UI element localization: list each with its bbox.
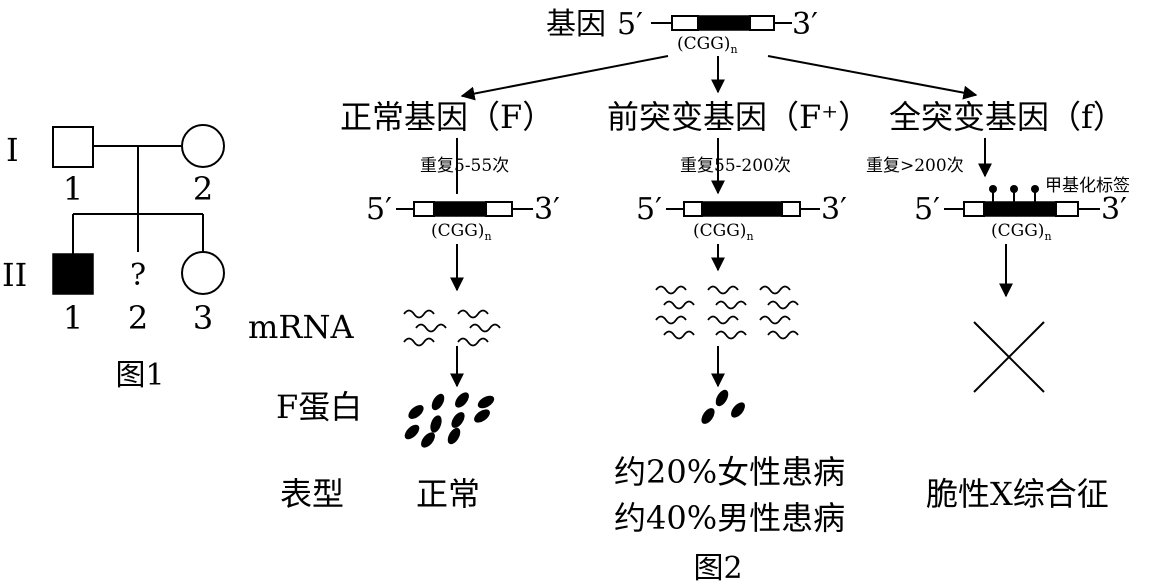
- mrna-strand: [457, 309, 489, 319]
- row-label-phenotype: 表型: [280, 475, 344, 513]
- male-affected-II1: [52, 253, 94, 295]
- mrna-premutation-group: [655, 285, 799, 340]
- normal-gene-flank-right: [485, 201, 513, 217]
- full-mutation-gene-repeat-label: (CGG)n: [991, 221, 1052, 243]
- f-protein-molecule: [701, 408, 715, 424]
- premutation-gene-title: 前突变基因（F⁺）: [607, 98, 870, 136]
- normal-gene-flank-left: [413, 201, 435, 217]
- f-protein-molecule: [715, 389, 729, 407]
- mrna-strand: [707, 315, 739, 325]
- top-gene-5prime: 5′: [617, 7, 643, 42]
- protein-premutation-group: [701, 389, 745, 424]
- methylation-label: 甲基化标签: [1045, 176, 1130, 196]
- mrna-strand: [759, 315, 791, 325]
- mrna-strand: [403, 337, 435, 347]
- row-label-protein: F蛋白: [276, 388, 362, 426]
- gen2-number-3: 3: [193, 299, 213, 337]
- f-protein-molecule: [455, 392, 469, 408]
- methyl-head-3: [1031, 185, 1039, 193]
- f-protein-molecule: [431, 393, 445, 411]
- f-protein-molecule: [404, 424, 420, 440]
- mrna-strand: [469, 323, 501, 333]
- mrna-strand: [715, 300, 747, 310]
- mrna-strand: [767, 330, 799, 340]
- f-protein-molecule: [477, 395, 495, 409]
- f-protein-molecule: [451, 412, 465, 428]
- mrna-strand: [715, 330, 747, 340]
- top-gene-flank-right: [749, 15, 775, 31]
- mrna-normal-group: [403, 309, 501, 347]
- normal-gene-repeat-label: (CGG)n: [431, 221, 492, 243]
- row-label-mrna: mRNA: [248, 308, 354, 346]
- gen1-number-1: 1: [63, 170, 83, 208]
- top-gene-3prime: 3′: [792, 7, 818, 42]
- normal-gene-repeat-region: [433, 201, 487, 217]
- full-mutation-gene-flank-right: [1055, 201, 1079, 217]
- generation-label-1: I: [6, 131, 19, 169]
- f-protein-molecule: [421, 432, 435, 448]
- f-protein-molecule: [731, 402, 745, 418]
- protein-normal-group: [404, 392, 495, 448]
- normal-repeat-note: 重复5-55次: [420, 156, 509, 176]
- pedigree-figure: I II 1 2 ? 1 2 3 图1: [2, 124, 225, 393]
- normal-gene-5prime: 5′: [366, 192, 392, 227]
- mrna-strand: [767, 300, 799, 310]
- premutation-gene-repeat-label: (CGG)n: [693, 221, 754, 243]
- female-unaffected-I2: [181, 124, 225, 168]
- mrna-strand: [403, 309, 435, 319]
- full-mutation-gene-flank-left: [963, 201, 985, 217]
- f-protein-molecule: [408, 405, 424, 419]
- figure1-caption: 图1: [115, 358, 164, 393]
- unknown-individual-II2: ?: [130, 258, 146, 293]
- f-protein-molecule: [447, 427, 461, 445]
- top-gene-repeat-label: (CGG)n: [677, 34, 738, 56]
- figure2-caption: 图2: [693, 551, 742, 586]
- mrna-strand: [663, 300, 695, 310]
- premutation-repeat-note: 重复55-200次: [680, 156, 791, 176]
- methylation-tags: [989, 185, 1039, 202]
- mrna-strand: [707, 285, 739, 295]
- mrna-strand: [663, 330, 695, 340]
- full-mutation-gene-title: 全突变基因（f）: [889, 98, 1125, 136]
- gen2-number-2: 2: [128, 299, 148, 337]
- top-gene-flank-left: [671, 15, 699, 31]
- premutation-gene-repeat-region: [701, 201, 783, 217]
- normal-gene-title: 正常基因（F）: [340, 98, 554, 136]
- top-gene-repeat-region: [697, 15, 751, 31]
- gene-figure: 基因 5′ 3′ (CGG)n 正常基因（F） 前突变基因（F⁺） 全突变基因（…: [248, 7, 1130, 586]
- premutation-phenotype-male: 约40%男性患病: [614, 499, 845, 537]
- f-protein-molecule: [474, 409, 490, 423]
- methyl-head-2: [1010, 185, 1018, 193]
- top-gene-label: 基因: [546, 7, 606, 42]
- normal-gene-3prime: 3′: [534, 192, 560, 227]
- arrow-to-full-mutation: [767, 55, 978, 100]
- normal-phenotype: 正常: [416, 475, 480, 513]
- mrna-strand: [759, 285, 791, 295]
- gen2-number-1: 1: [63, 299, 83, 337]
- generation-label-2: II: [2, 256, 27, 294]
- f-protein-molecule: [430, 415, 442, 433]
- premutation-gene-flank-right: [781, 201, 801, 217]
- gen1-number-2: 2: [193, 170, 213, 208]
- premutation-gene-flank-left: [683, 201, 703, 217]
- mrna-strand: [457, 337, 489, 347]
- no-product-cross: [973, 321, 1045, 393]
- mrna-strand: [655, 285, 687, 295]
- mrna-strand: [655, 315, 687, 325]
- cross-stroke-2: [973, 321, 1045, 393]
- female-unaffected-II3: [181, 251, 225, 295]
- full-mutation-gene-3prime: 3′: [1101, 192, 1127, 227]
- premutation-gene-3prime: 3′: [821, 192, 847, 227]
- full-mutation-gene-repeat-region: [983, 201, 1057, 217]
- full-mutation-repeat-note: 重复>200次: [866, 156, 964, 176]
- male-unaffected-I1: [52, 126, 94, 168]
- methyl-head-1: [989, 185, 997, 193]
- full-mutation-gene-5prime: 5′: [914, 192, 940, 227]
- mrna-strand: [415, 323, 447, 333]
- full-mutation-phenotype: 脆性X综合征: [926, 475, 1109, 513]
- arrow-to-normal: [460, 55, 669, 101]
- premutation-gene-5prime: 5′: [636, 192, 662, 227]
- premutation-phenotype-female: 约20%女性患病: [614, 453, 845, 491]
